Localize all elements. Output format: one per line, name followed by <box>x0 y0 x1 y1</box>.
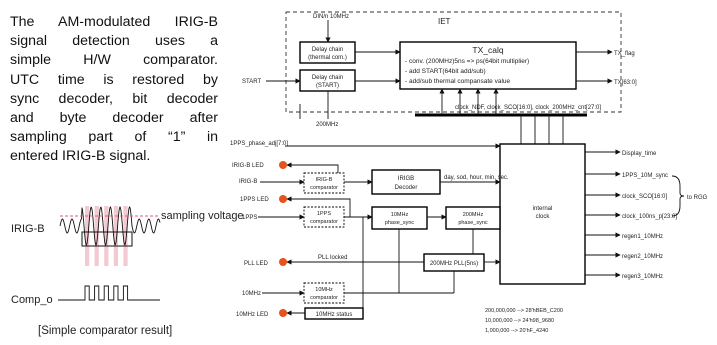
iet-label: IET <box>438 17 451 26</box>
description-paragraph: The AM-modulated IRIG-B signal detection… <box>10 13 218 167</box>
output-label: regen3_10MHz <box>622 274 663 280</box>
ps200-line2: phase_sync <box>458 220 488 226</box>
rgg-brace <box>671 175 685 217</box>
internal-clock-line2: clock <box>536 214 551 220</box>
mark-bracket <box>81 231 133 247</box>
start-label: START <box>242 79 261 85</box>
pll-led-label: PLL LED <box>244 261 268 267</box>
irigb-comp-line1: IRIG-B <box>316 177 333 183</box>
irigb-input-label: IRIG-B <box>239 179 257 185</box>
irigb-dec-line2: Decoder <box>395 185 418 191</box>
pll-box-label: 200MHz PLL(5ns) <box>430 261 478 267</box>
pps-comp-line1: 1PPS <box>317 211 331 217</box>
sample-band <box>85 206 90 266</box>
note-line: 10,000,000 --> 24'h98_9680 <box>485 318 554 324</box>
irigb-wave-label: IRIG-B <box>11 223 45 235</box>
display-time-label: Display_time <box>622 151 657 157</box>
status10-box <box>304 307 364 320</box>
output-label: regen1_10MHz <box>622 234 663 240</box>
tx-out-label: TX[63:0] <box>614 80 637 86</box>
waveform-caption: [Simple comparator result] <box>38 325 172 337</box>
pps-input-label: 1PPS <box>242 215 257 221</box>
decoded-fields-label: day, sod, hour, min, sec. <box>444 175 509 181</box>
delay-thermal-line1: Delay chain <box>312 47 343 53</box>
tx-calq-line3: - add/sub thermal compansate value <box>405 78 511 85</box>
din-label: DIN/n 10MHz <box>313 14 349 20</box>
comp10-line2: comparator <box>310 295 338 301</box>
paragraph-line: simple H/W comparator. <box>10 52 218 69</box>
block-diagram: IET Delay chain (thermal com.) Delay cha… <box>230 11 708 334</box>
output-label: regen2_10MHz <box>622 254 663 260</box>
in10-label: 10MHz <box>242 291 261 297</box>
sample-band <box>113 206 118 266</box>
internal-clock-box <box>499 143 586 285</box>
sample-band <box>104 206 109 266</box>
phase-sync-10mhz-box <box>371 206 428 230</box>
paragraph-line: signal detection uses a <box>10 33 218 50</box>
irigb-decoder-box <box>371 169 441 195</box>
paragraph-line: sampling part of “1” in <box>10 129 218 146</box>
mhz200-label: 200MHz <box>316 122 338 128</box>
internal-clock-line1: internal <box>533 206 553 212</box>
note-line: 200,000,000 --> 28'hBEB_C200 <box>485 308 563 314</box>
irigb-led-icon <box>279 161 287 169</box>
ps10-line1: 10MHz <box>391 212 409 218</box>
delay-start-line1: Delay chain <box>312 75 343 81</box>
pps-phase-label: 1PPS_phase_adj[7:0] <box>230 141 288 147</box>
comp10-line1: 10MHz <box>315 287 333 293</box>
comparator-output <box>58 285 160 301</box>
status10-label: 10MHz status <box>316 312 353 318</box>
output-label: clock_100ns_p[23:0] <box>622 214 677 220</box>
bus-label: clock_NDF, clock_SCO[16:0], clock_200MHz… <box>455 105 601 111</box>
led10-label: 10MHz LED <box>236 312 269 318</box>
tx-flag-label: TX_flag <box>614 51 635 57</box>
paragraph-line: The AM-modulated IRIG-B <box>10 14 218 30</box>
irigb-led-label: IRIG-B LED <box>232 163 264 169</box>
irigb-comp-line2: comparator <box>310 185 338 191</box>
delay-start-line2: (START) <box>316 83 339 89</box>
irig-waveform <box>59 205 161 247</box>
pll-locked-label: PLL locked <box>318 255 347 261</box>
tx-calq-title: TX_calq <box>472 45 503 55</box>
pps-led-label: 1PPS LED <box>240 197 269 203</box>
tx-calq-line2: - add START(64bit add/sub) <box>405 68 486 75</box>
to-rgg-label: to RGG <box>687 195 708 201</box>
comp-output-label: Comp_o <box>11 294 53 306</box>
sample-bands <box>81 206 133 266</box>
paragraph-line: sync decoder, bit decoder <box>10 90 218 107</box>
delay-thermal-line2: (thermal com.) <box>308 55 347 61</box>
ps200-line1: 200MHz <box>463 212 484 218</box>
output-label: 1PPS_10M_sync <box>622 173 668 179</box>
sample-band <box>123 206 128 266</box>
comparator-waveform: IRIG-B sampling voltage Comp_o [Simple c… <box>11 205 244 337</box>
tx-calq-line1: - conv. (200MHz)5ns => ps(64bit multipli… <box>405 58 529 65</box>
ps10-line2: phase_sync <box>385 220 415 226</box>
paragraph-line: UTC time is restored by <box>10 71 218 88</box>
iet-boundary <box>285 11 622 113</box>
pps-led-icon <box>279 195 287 203</box>
output-label: clock_SCO[16:0] <box>622 194 667 200</box>
pps-comp-line2: comparator <box>310 219 338 225</box>
irigb-dec-line1: IRIGB <box>398 176 414 182</box>
pll-led-icon <box>279 258 287 266</box>
tx-calq-box <box>399 41 577 90</box>
paragraph-line: and byte decoder after <box>10 110 218 127</box>
note-line: 1,000,000 --> 20'hF_4240 <box>485 328 548 334</box>
led10-icon <box>279 309 287 317</box>
paragraph-line: entered IRIG-B signal. <box>10 148 151 165</box>
irigb-comparator-box <box>303 172 345 194</box>
sample-band <box>94 206 99 266</box>
sampling-voltage-label: sampling voltage <box>161 210 244 222</box>
